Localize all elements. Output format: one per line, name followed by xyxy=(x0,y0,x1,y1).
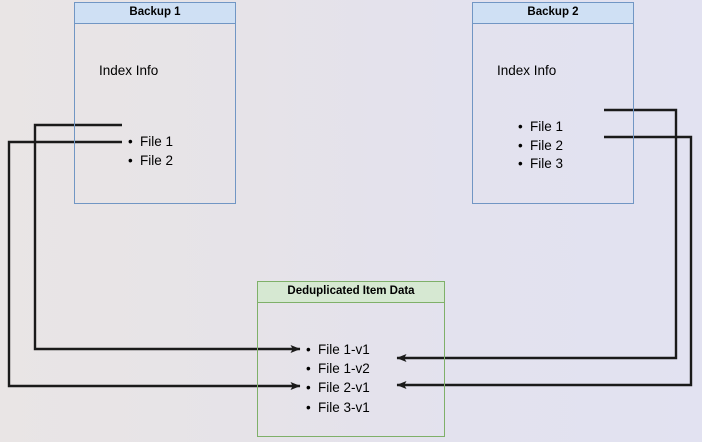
list-item[interactable]: File 3-v1 xyxy=(306,398,370,417)
backup-1-index-info-label: Index Info xyxy=(99,63,159,78)
list-item[interactable]: File 2 xyxy=(128,152,173,171)
list-item[interactable]: File 1-v2 xyxy=(306,359,370,378)
backup-1-file-list: File 1 File 2 xyxy=(128,133,173,170)
backup-2-file-list: File 1 File 2 File 3 xyxy=(518,118,563,174)
list-item[interactable]: File 2 xyxy=(518,137,563,156)
dedupe-item-list: File 1-v1 File 1-v2 File 2-v1 File 3-v1 xyxy=(306,340,370,417)
deduplicated-item-data-box[interactable]: Deduplicated Item Data File 1-v1 File 1-… xyxy=(257,281,445,437)
backup-2-index-info-label: Index Info xyxy=(497,63,557,78)
list-item[interactable]: File 2-v1 xyxy=(306,378,370,397)
backup-2-box[interactable]: Backup 2 Index Info File 1 File 2 File 3 xyxy=(472,2,634,204)
backup-2-body: Index Info File 1 File 2 File 3 xyxy=(473,24,633,203)
backup-1-body: Index Info File 1 File 2 xyxy=(75,24,235,203)
backup-1-title: Backup 1 xyxy=(75,3,235,24)
list-item[interactable]: File 1-v1 xyxy=(306,340,370,359)
list-item[interactable]: File 1 xyxy=(518,118,563,137)
backup-1-box[interactable]: Backup 1 Index Info File 1 File 2 xyxy=(74,2,236,204)
backup-2-title: Backup 2 xyxy=(473,3,633,24)
list-item[interactable]: File 3 xyxy=(518,155,563,174)
list-item[interactable]: File 1 xyxy=(128,133,173,152)
deduplicated-item-data-title: Deduplicated Item Data xyxy=(258,282,444,303)
deduplicated-item-data-body: File 1-v1 File 1-v2 File 2-v1 File 3-v1 xyxy=(258,303,444,436)
